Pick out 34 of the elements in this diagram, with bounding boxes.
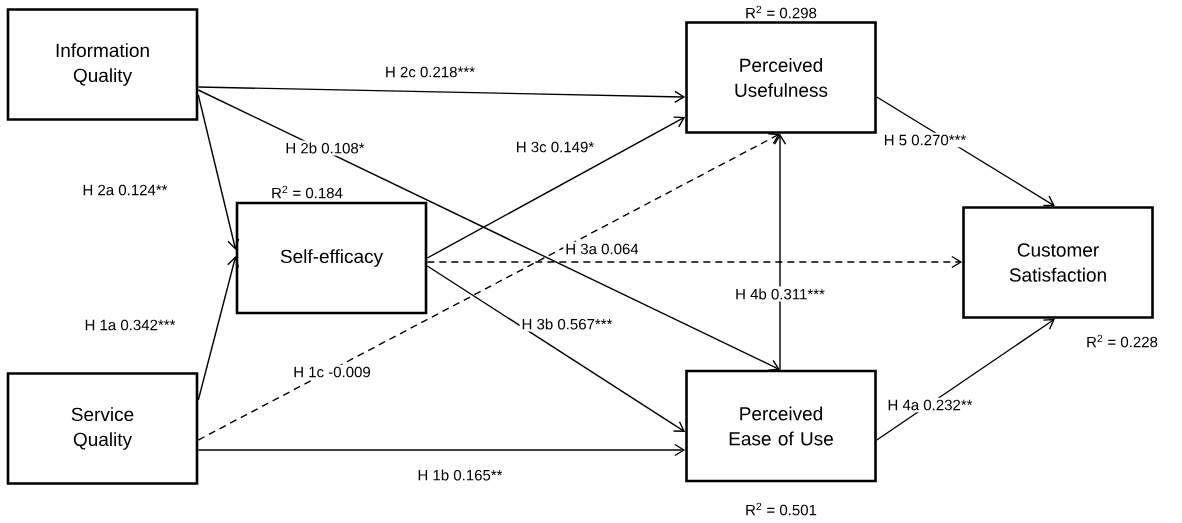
edge-label: H 4a 0.232** bbox=[885, 397, 975, 413]
arrow bbox=[197, 443, 686, 457]
edge-label: H 1b 0.165** bbox=[415, 467, 505, 483]
edge-label: H 2c 0.218*** bbox=[383, 64, 478, 80]
arrow bbox=[197, 89, 780, 371]
construct-box: Perceived Usefulness bbox=[685, 21, 877, 134]
r-squared-label: R$^{2}$ = 0.228 bbox=[1087, 334, 1158, 348]
arrow bbox=[876, 318, 1055, 441]
arrow bbox=[197, 86, 686, 103]
construct-box: Information Quality bbox=[6, 8, 199, 121]
arrow bbox=[197, 94, 240, 250]
construct-box: Customer Satisfaction bbox=[962, 206, 1154, 319]
edge-label: H 1c -0.009 bbox=[291, 364, 373, 380]
edge-label: H 5 0.270*** bbox=[881, 132, 969, 148]
construct-box: Service Quality bbox=[6, 372, 199, 485]
r-squared-label: R$^{2}$ = 0.184 bbox=[272, 185, 343, 199]
r-squared-label: R$^{2}$ = 0.501 bbox=[746, 502, 817, 516]
construct-box: Self-efficacy bbox=[235, 201, 428, 315]
arrow bbox=[426, 116, 686, 259]
arrow bbox=[426, 255, 963, 269]
construct-box: Perceived Ease of Use bbox=[685, 369, 877, 483]
edge-label: H 1a 0.342*** bbox=[82, 317, 178, 333]
edge-label: H 3c 0.149* bbox=[513, 139, 597, 155]
arrow bbox=[876, 96, 1055, 207]
edge-label: H 3b 0.567*** bbox=[519, 316, 615, 332]
arrow bbox=[773, 133, 787, 371]
edge-label: H 4b 0.311*** bbox=[733, 286, 827, 302]
edge-label: H 2b 0.108* bbox=[283, 140, 367, 156]
edge-label: H 3a 0.064 bbox=[563, 241, 641, 257]
arrow bbox=[197, 256, 240, 401]
r-squared-label: R$^{2}$ = 0.298 bbox=[746, 5, 817, 19]
arrow bbox=[426, 265, 686, 432]
edge-label: H 2a 0.124** bbox=[80, 182, 170, 198]
arrow bbox=[197, 133, 780, 441]
